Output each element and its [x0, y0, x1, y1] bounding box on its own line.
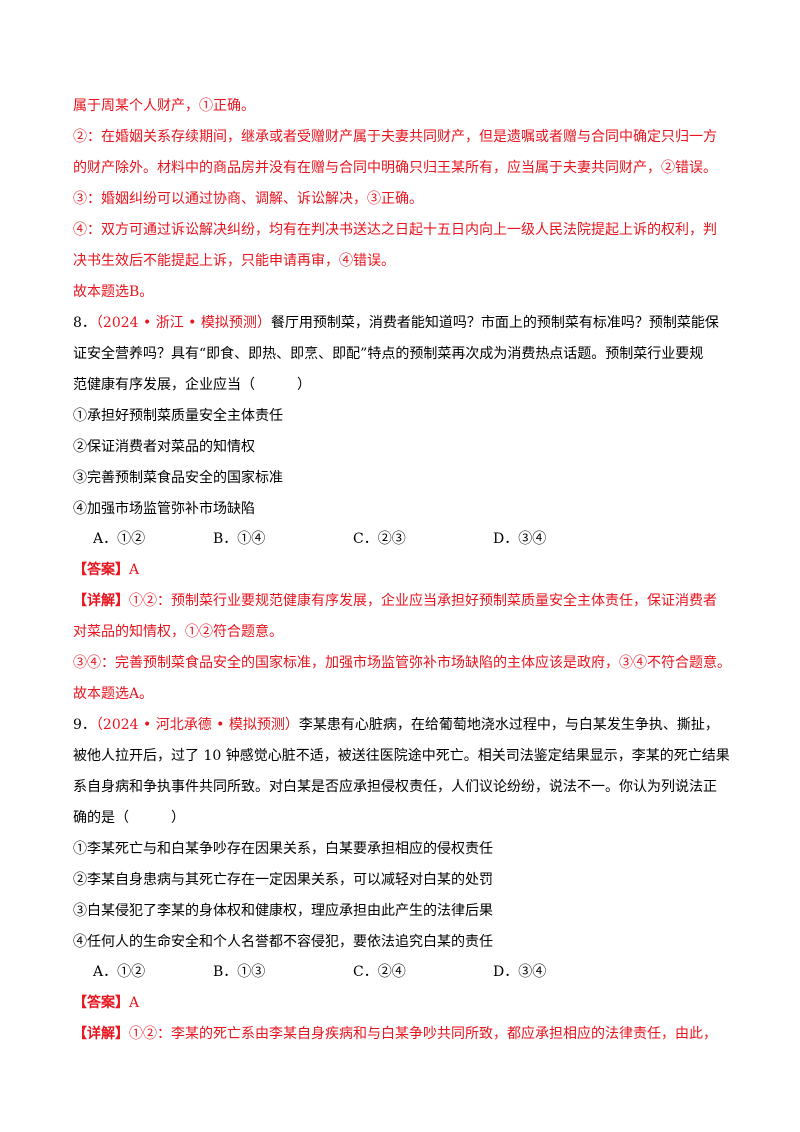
answer-line: 【答案】A: [73, 993, 139, 1013]
detail-line: 【详解】①②：预制菜行业要规范健康有序发展，企业应当承担好预制菜质量安全主体责任…: [73, 591, 717, 611]
answer-tag: 【答案】: [73, 995, 129, 1011]
statement-2: ②李某自身患病与其死亡存在一定因果关系，可以减轻对白某的处罚: [73, 872, 493, 888]
detail-line: 【详解】①②：李某的死亡系由李某自身疾病和与白某争吵共同所致，都应承担相应的法律…: [73, 1024, 717, 1044]
option-b[interactable]: B．①④: [213, 531, 266, 547]
statement-4: ④任何人的生命安全和个人名誉都不容侵犯，要依法追究白某的责任: [73, 934, 493, 950]
explanation-line: 属于周某个人财产，①正确。: [73, 98, 255, 114]
statement-3: ③白某侵犯了李某的身体权和健康权，理应承担由此产生的法律后果: [73, 903, 493, 919]
question-stem-text: 李某患有心脏病，在给葡萄地浇水过程中，与白某发生争执、撕扯，: [298, 717, 719, 733]
option-d[interactable]: D．③④: [493, 964, 547, 980]
explanation-line: ③：婚姻纠纷可以通过协商、调解、诉讼解决，③正确。: [73, 191, 423, 207]
conclusion-line: 故本题选B。: [73, 284, 154, 300]
answer-value: A: [129, 562, 140, 578]
statement-4: ④加强市场监管弥补市场缺陷: [73, 501, 255, 517]
question-source: （2024 • 河北承德 • 模拟预测）: [95, 717, 299, 733]
question-number: 9．: [73, 717, 96, 733]
answer-value: A: [129, 995, 140, 1011]
detail-tag: 【详解】: [73, 593, 129, 609]
statement-3: ③完善预制菜食品安全的国家标准: [73, 470, 283, 486]
option-a[interactable]: A．①②: [93, 531, 146, 547]
explanation-line: 决书生效后不能提起上诉，只能申请再审，④错误。: [73, 253, 395, 269]
statement-2: ②保证消费者对菜品的知情权: [73, 439, 255, 455]
statement-1: ①承担好预制菜质量安全主体责任: [73, 408, 283, 424]
question-stem-text: 餐厅用预制菜，消费者能知道吗？市面上的预制菜有标准吗？预制菜能保: [270, 315, 719, 331]
detail-line: ③④：完善预制菜食品安全的国家标准，加强市场监管弥补市场缺陷的主体应该是政府，③…: [73, 655, 731, 671]
question-stem-line: 确的是（ ）: [73, 810, 185, 826]
question-number: 8．: [73, 315, 96, 331]
detail-line: 对菜品的知情权，①②符合题意。: [73, 624, 283, 640]
explanation-line: 的财产除外。材料中的商品房并没有在赠与合同中明确只归王某所有，应当属于夫妻共同财…: [73, 160, 717, 176]
question-9-stem: 9．（2024 • 河北承德 • 模拟预测）李某患有心脏病，在给葡萄地浇水过程中…: [73, 715, 719, 735]
option-d[interactable]: D．③④: [493, 531, 547, 547]
detail-text: ①②：李某的死亡系由李某自身疾病和与白某争吵共同所致，都应承担相应的法律责任，由…: [129, 1026, 717, 1042]
option-a[interactable]: A．①②: [93, 964, 146, 980]
explanation-line: ④：双方可通过诉讼解决纠纷，均有在判决书送达之日起十五日内向上一级人民法院提起上…: [73, 222, 717, 238]
question-stem-line: 被他人拉开后，过了 10 钟感觉心脏不适，被送往医院途中死亡。相关司法鉴定结果显…: [73, 748, 730, 764]
statement-1: ①李某死亡与和白某争吵存在因果关系，白某要承担相应的侵权责任: [73, 841, 493, 857]
question-stem-line: 范健康有序发展，企业应当（ ）: [73, 377, 311, 393]
option-b[interactable]: B．①③: [213, 964, 266, 980]
question-stem-line: 系自身病和争执事件共同所致。对白某是否应承担侵权责任，人们议论纷纷，说法不一。你…: [73, 779, 717, 795]
option-c[interactable]: C．②③: [353, 531, 406, 547]
explanation-line: ②：在婚姻关系存续期间，继承或者受赠财产属于夫妻共同财产，但是遗嘱或者赠与合同中…: [73, 129, 717, 145]
detail-tag: 【详解】: [73, 1026, 129, 1042]
answer-line: 【答案】A: [73, 560, 139, 580]
detail-text: ①②：预制菜行业要规范健康有序发展，企业应当承担好预制菜质量安全主体责任，保证消…: [129, 593, 717, 609]
conclusion-line: 故本题选A。: [73, 686, 154, 702]
question-source: （2024 • 浙江 • 模拟预测）: [95, 315, 271, 331]
question-8-stem: 8．（2024 • 浙江 • 模拟预测）餐厅用预制菜，消费者能知道吗？市面上的预…: [73, 313, 719, 333]
question-stem-line: 证安全营养吗？具有“即食、即热、即烹、即配”特点的预制菜再次成为消费热点话题。预…: [73, 346, 704, 362]
answer-tag: 【答案】: [73, 562, 129, 578]
option-c[interactable]: C．②④: [353, 964, 406, 980]
